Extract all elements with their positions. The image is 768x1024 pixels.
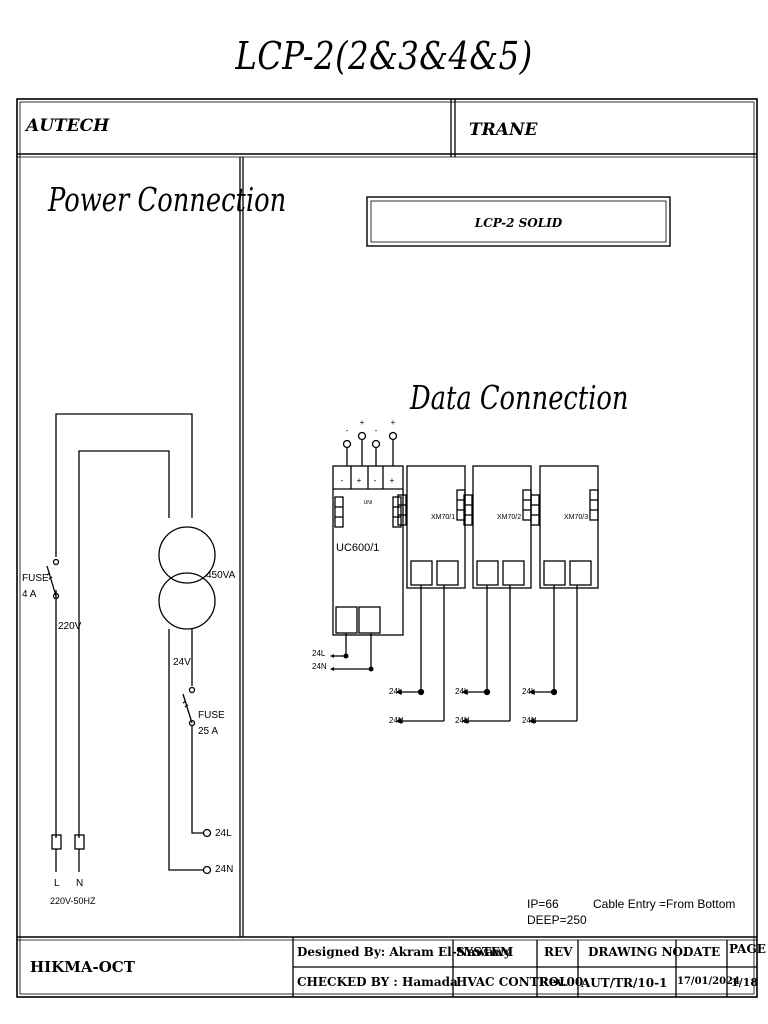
- terminal-l: L: [54, 878, 60, 889]
- io-symbol: -: [341, 476, 344, 485]
- date-value: 17/01/2024: [677, 976, 740, 987]
- module-group: [395, 465, 599, 725]
- io-symbol: +: [360, 418, 365, 427]
- module-connector: [522, 489, 532, 521]
- note-cable-entry: Cable Entry =From Bottom: [593, 897, 736, 911]
- module-connector: [589, 489, 599, 521]
- drawing-no-label: DRAWING NO.: [588, 945, 687, 959]
- rev-label: REV: [544, 945, 573, 959]
- module-wire-24l-label: 24L: [389, 687, 403, 696]
- controller-tag: UNI: [364, 500, 373, 506]
- note-deep: DEEP=250: [527, 913, 587, 927]
- primary-voltage: 220V: [58, 621, 82, 632]
- fuse-secondary-label: FUSE: [198, 710, 225, 721]
- rev-value: Rev.00: [539, 975, 584, 989]
- sheet-title: LCP-2(2&3&4&5): [235, 34, 533, 78]
- module-wire-24n-label: 24N: [522, 716, 537, 725]
- io-symbol: -: [374, 476, 377, 485]
- module-terminal: [543, 560, 566, 586]
- page-value: 1/18: [731, 976, 758, 989]
- module-connector: [530, 494, 540, 526]
- header-company: AUTECH: [26, 116, 110, 136]
- terminal-n: N: [76, 878, 84, 889]
- controller-wire-24n: 24N: [312, 662, 327, 671]
- controller-wire-24l: 24L: [312, 649, 326, 658]
- note-ip: IP=66: [527, 897, 559, 911]
- module-terminal: [436, 560, 459, 586]
- panel-label: LCP-2 SOLID: [474, 216, 563, 230]
- module-label: XM70/2: [497, 514, 522, 521]
- io-symbol: +: [357, 476, 362, 485]
- module-wire-24n-label: 24N: [389, 716, 404, 725]
- fuse-main-label: FUSE: [22, 573, 49, 584]
- junction-dot: [417, 688, 425, 696]
- junction-dot: [483, 688, 491, 696]
- transformer-rating: 450VA: [206, 570, 236, 581]
- module-box: [406, 465, 466, 589]
- module-terminal: [569, 560, 592, 586]
- module-box: [539, 465, 599, 589]
- io-symbol: +: [391, 418, 396, 427]
- module-terminal: [476, 560, 499, 586]
- output-24l: 24L: [215, 828, 232, 839]
- page-label: PAGE: [729, 942, 766, 956]
- module-terminal: [502, 560, 525, 586]
- module-wire-24n-label: 24N: [455, 716, 470, 725]
- checked-by: CHECKED BY : Hamada: [297, 975, 458, 989]
- drawing-no-value: AUT/TR/10-1: [581, 976, 668, 990]
- module-wire-24l-label: 24L: [455, 687, 469, 696]
- module-wire-24l-label: 24L: [522, 687, 536, 696]
- secondary-voltage: 24V: [173, 657, 191, 668]
- system-label: SYSTEM: [456, 945, 514, 959]
- project-name: HIKMA-OCT: [30, 958, 135, 976]
- output-24n: 24N: [215, 864, 234, 875]
- controller-io-symbols: - + - + - + - + UNI: [341, 418, 396, 506]
- io-symbol: -: [346, 426, 349, 435]
- designed-by: Designed By: Akram El-Nawawy: [297, 945, 511, 959]
- system-value: HVAC CONTROL: [456, 975, 568, 989]
- supply-rating: 220V-50HZ: [50, 896, 96, 906]
- io-symbol: +: [390, 476, 395, 485]
- controller-label: UC600/1: [336, 542, 380, 554]
- junction-dot: [550, 688, 558, 696]
- module-box: [472, 465, 532, 589]
- data-connection-title: Data Connection: [410, 378, 629, 417]
- module-terminal: [410, 560, 433, 586]
- fuse-secondary-rating: 25 A: [198, 726, 219, 737]
- module-connector: [463, 494, 473, 526]
- date-label: DATE: [683, 945, 721, 959]
- module-label: XM70/1: [431, 514, 456, 521]
- module-label: XM70/3: [564, 514, 589, 521]
- io-symbol: -: [375, 426, 378, 435]
- power-connection-title: Power Connection: [48, 180, 287, 219]
- module-connector: [397, 494, 407, 526]
- header-manufacturer: TRANE: [469, 120, 538, 140]
- fuse-main-rating: 4 A: [22, 589, 37, 600]
